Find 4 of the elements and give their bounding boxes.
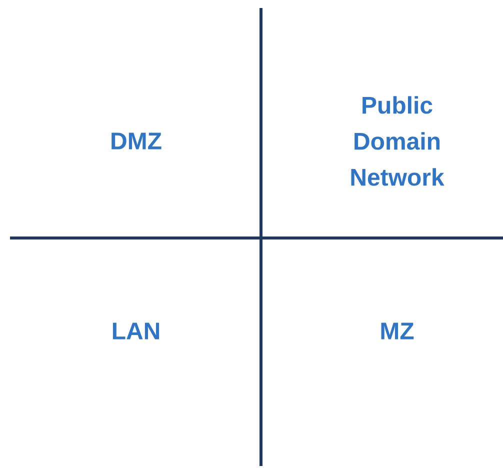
quadrant-label: LAN [112, 322, 160, 340]
quadrant-label: MZ [381, 322, 414, 340]
quadrant-label: Public Domain Network [351, 96, 444, 186]
quadrant-label: DMZ [112, 132, 162, 150]
